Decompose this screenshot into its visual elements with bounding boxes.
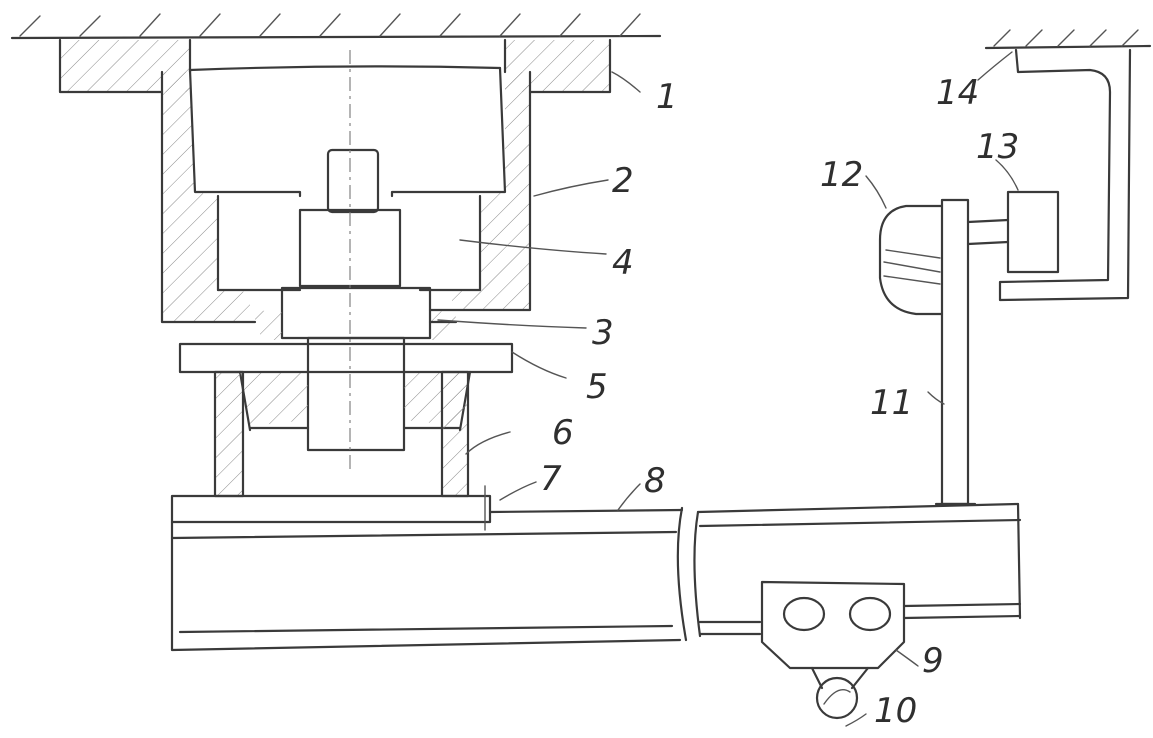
label-4: 4 bbox=[612, 243, 634, 283]
part-labels: 1 2 3 4 5 6 7 8 9 10 11 12 13 14 bbox=[540, 73, 1019, 731]
label-7: 7 bbox=[540, 459, 562, 499]
label-11: 11 bbox=[870, 383, 913, 423]
label-1: 1 bbox=[656, 77, 678, 117]
wheel-12 bbox=[878, 204, 944, 316]
label-5: 5 bbox=[586, 367, 608, 407]
label-14: 14 bbox=[936, 73, 979, 113]
sensor-block-13 bbox=[966, 190, 1060, 274]
rod-11 bbox=[934, 198, 977, 506]
label-10: 10 bbox=[874, 691, 917, 731]
label-6: 6 bbox=[552, 413, 574, 453]
mounting-plate-1 bbox=[58, 38, 612, 94]
pin-10 bbox=[810, 666, 870, 720]
clamp-bracket-9 bbox=[760, 580, 906, 670]
housing-2 bbox=[160, 65, 532, 324]
label-9: 9 bbox=[922, 641, 944, 681]
bearing-ring-3 bbox=[252, 310, 458, 340]
label-12: 12 bbox=[820, 155, 863, 195]
beam-8 bbox=[170, 502, 1022, 652]
label-3: 3 bbox=[592, 313, 614, 353]
label-13: 13 bbox=[976, 127, 1019, 167]
ceiling-left bbox=[10, 13, 662, 40]
base-plate-7 bbox=[170, 485, 492, 531]
support-legs-6 bbox=[213, 370, 470, 498]
label-2: 2 bbox=[612, 161, 634, 201]
leader-lines bbox=[437, 51, 1019, 727]
label-8: 8 bbox=[644, 461, 666, 501]
wall-bracket-14 bbox=[984, 29, 1152, 302]
